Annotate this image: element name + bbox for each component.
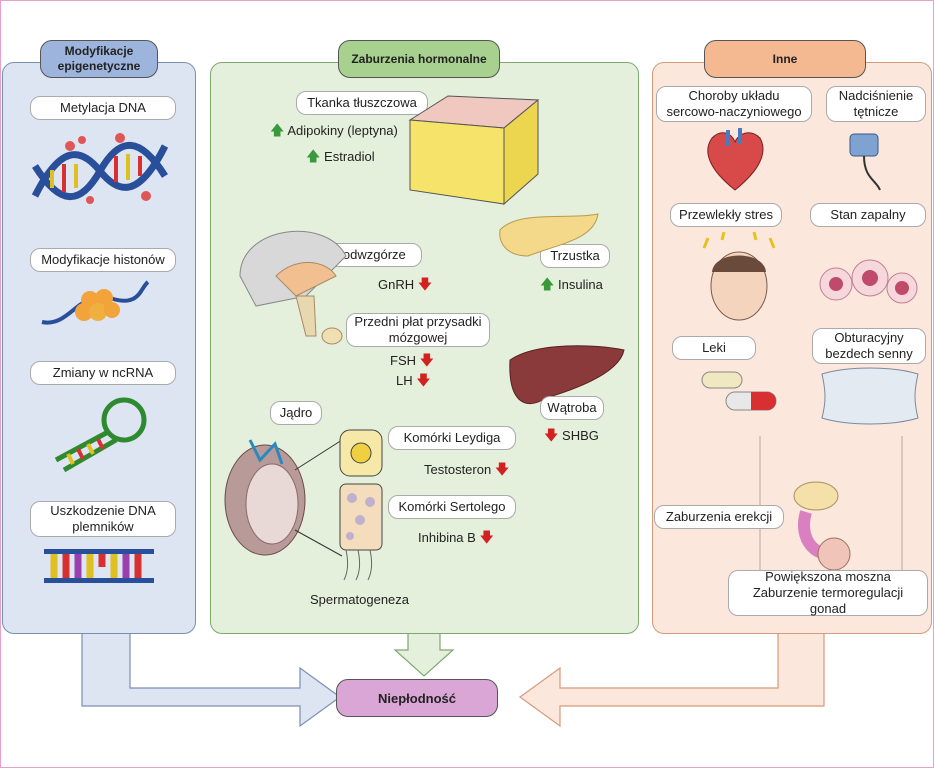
medications-label: Leki bbox=[672, 336, 756, 360]
down-arrow-icon: 🡇 bbox=[417, 276, 433, 292]
adipokines-text: Adipokiny (leptyna) bbox=[287, 123, 398, 138]
other-header: Inne bbox=[704, 40, 866, 78]
epigenetic-header: Modyfikacje epigenetyczne bbox=[40, 40, 158, 78]
pills-icon bbox=[701, 371, 777, 411]
fsh-row: FSH 🡇 bbox=[390, 350, 434, 374]
thermoregulation-text: Zaburzenie termoregulacji gonad bbox=[752, 585, 904, 616]
chronic-stress-label: Przewlekły stres bbox=[670, 203, 782, 227]
male-anatomy-icon bbox=[759, 436, 903, 576]
adipose-tissue-label: Tkanka tłuszczowa bbox=[296, 91, 428, 115]
fsh-text: FSH bbox=[390, 353, 416, 368]
gnrh-text: GnRH bbox=[378, 277, 415, 292]
estradiol-row: 🡅 Estradiol bbox=[306, 146, 375, 170]
brain-icon bbox=[239, 230, 347, 345]
outcome-box: Niepłodność bbox=[336, 679, 498, 717]
up-arrow-icon: 🡅 bbox=[540, 276, 555, 292]
insulin-row: 🡅 Insulina bbox=[540, 274, 603, 298]
inflammation-label: Stan zapalny bbox=[810, 203, 926, 227]
insulin-text: Insulina bbox=[558, 277, 603, 292]
erectile-dysfunction-label: Zaburzenia erekcji bbox=[654, 505, 784, 529]
ncrna-label: Zmiany w ncRNA bbox=[30, 361, 176, 385]
hypertension-label: Nadciśnienie tętnicze bbox=[826, 86, 926, 122]
testis-label: Jądro bbox=[270, 401, 322, 425]
testosterone-row: Testosteron 🡇 bbox=[424, 459, 509, 483]
adipose-tissue-icon bbox=[408, 95, 540, 206]
epigenetic-panel bbox=[2, 62, 196, 634]
sleep-apnea-label: Obturacyjny bezdech senny bbox=[812, 328, 926, 364]
down-arrow-icon: 🡇 bbox=[544, 427, 559, 443]
pillow-icon bbox=[821, 367, 919, 425]
heart-icon bbox=[707, 128, 764, 191]
shbg-row: 🡇 SHBG bbox=[544, 425, 599, 449]
leydig-cells-label: Komórki Leydiga bbox=[388, 426, 516, 450]
up-arrow-icon: 🡅 bbox=[270, 122, 285, 138]
lh-row: LH 🡇 bbox=[396, 370, 431, 394]
inhibin-text: Inhibina B bbox=[418, 530, 476, 545]
histone-modification-label: Modyfikacje histonów bbox=[30, 248, 176, 272]
down-arrow-icon: 🡇 bbox=[479, 529, 494, 545]
scrotum-label: Powiększona moszna Zaburzenie termoregul… bbox=[728, 569, 928, 616]
anterior-pituitary-label: Przedni płat przysadki mózgowej bbox=[346, 313, 490, 347]
up-arrow-icon: 🡅 bbox=[306, 148, 321, 164]
pancreas-icon bbox=[499, 213, 599, 257]
shbg-text: SHBG bbox=[562, 428, 599, 443]
sertoli-cells-label: Komórki Sertolego bbox=[388, 495, 516, 519]
down-arrow-icon: 🡇 bbox=[416, 372, 431, 388]
inflammatory-cells-icon bbox=[819, 259, 918, 304]
pancreas-label: Trzustka bbox=[540, 244, 610, 268]
adipokines-row: 🡅 Adipokiny (leptyna) bbox=[270, 120, 398, 144]
spermatogenesis-text: Spermatogeneza bbox=[310, 592, 410, 607]
enlarged-scrotum-text: Powiększona moszna bbox=[765, 569, 891, 584]
testosterone-text: Testosteron bbox=[424, 462, 492, 477]
cardiovascular-label: Choroby układu sercowo-naczyniowego bbox=[656, 86, 812, 122]
hormonal-header: Zaburzenia hormonalne bbox=[338, 40, 500, 78]
inhibin-row: Inhibina B 🡇 bbox=[418, 527, 494, 551]
down-arrow-icon: 🡇 bbox=[419, 352, 435, 368]
histone-icon bbox=[41, 280, 150, 325]
lh-text: LH bbox=[396, 373, 413, 388]
sperm-dna-damage-label: Uszkodzenie DNA plemników bbox=[30, 501, 176, 537]
estradiol-text: Estradiol bbox=[324, 149, 375, 164]
seminiferous-cells-icon bbox=[339, 429, 383, 581]
stressed-face-icon bbox=[702, 231, 776, 321]
dna-methylation-label: Metylacja DNA bbox=[30, 96, 176, 120]
gnrh-row: GnRH 🡇 bbox=[378, 274, 432, 298]
liver-icon bbox=[509, 345, 625, 405]
down-arrow-icon: 🡇 bbox=[494, 461, 510, 477]
dna-strand-icon bbox=[44, 549, 154, 583]
blood-pressure-cuff-icon bbox=[849, 133, 881, 191]
dna-helix-icon bbox=[31, 133, 169, 204]
liver-label: Wątroba bbox=[540, 396, 604, 420]
ncrna-icon bbox=[54, 397, 147, 473]
testis-icon bbox=[224, 439, 343, 557]
